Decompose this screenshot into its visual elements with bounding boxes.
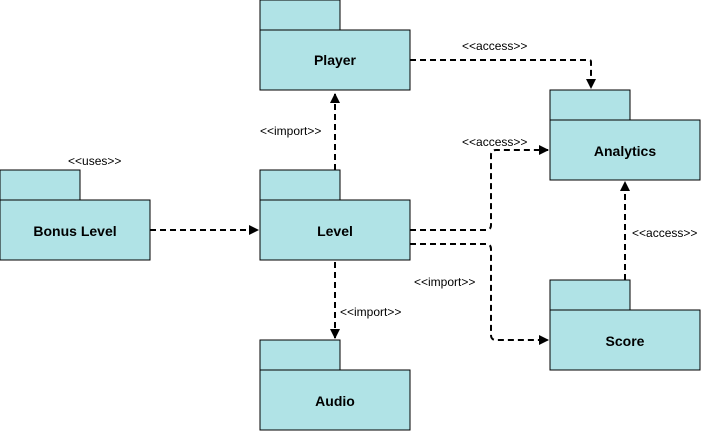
package-player[interactable]: Player <box>259 0 411 91</box>
edge-label-level-score: <<import>> <box>414 275 475 289</box>
package-tab <box>259 169 341 201</box>
package-analytics[interactable]: Analytics <box>549 89 701 181</box>
package-name-level: Level <box>317 223 353 239</box>
edge-label-level-audio: <<import>> <box>340 305 401 319</box>
edge-label-level-player: <<import>> <box>260 124 321 138</box>
edge-level-score[interactable] <box>410 243 549 345</box>
package-tab <box>259 0 341 31</box>
package-body <box>0 199 151 261</box>
package-tab <box>549 279 631 311</box>
edge-label-bonus-level: <<uses>> <box>68 154 121 168</box>
package-body <box>549 119 701 181</box>
package-body <box>259 199 411 261</box>
package-name-analytics: Analytics <box>594 143 656 159</box>
package-tab <box>549 89 631 121</box>
edge-player-analytics[interactable] <box>410 59 596 89</box>
package-bonus-level[interactable]: Bonus Level <box>0 169 151 261</box>
edge-level-analytics[interactable] <box>410 145 549 231</box>
package-name-bonus-level: Bonus Level <box>33 223 116 239</box>
package-score[interactable]: Score <box>549 279 701 371</box>
package-audio[interactable]: Audio <box>259 339 411 431</box>
package-body <box>549 309 701 371</box>
package-body <box>259 29 411 91</box>
package-name-audio: Audio <box>315 393 355 409</box>
package-name-score: Score <box>606 333 645 349</box>
package-level[interactable]: Level <box>259 169 411 261</box>
edge-label-score-analytics: <<access>> <box>632 226 697 240</box>
package-name-player: Player <box>314 52 357 68</box>
package-tab <box>0 169 81 201</box>
edge-label-level-analytics: <<access>> <box>462 135 527 149</box>
edge-label-player-analytics: <<access>> <box>462 39 527 53</box>
package-tab <box>259 339 341 371</box>
package-body <box>259 369 411 431</box>
